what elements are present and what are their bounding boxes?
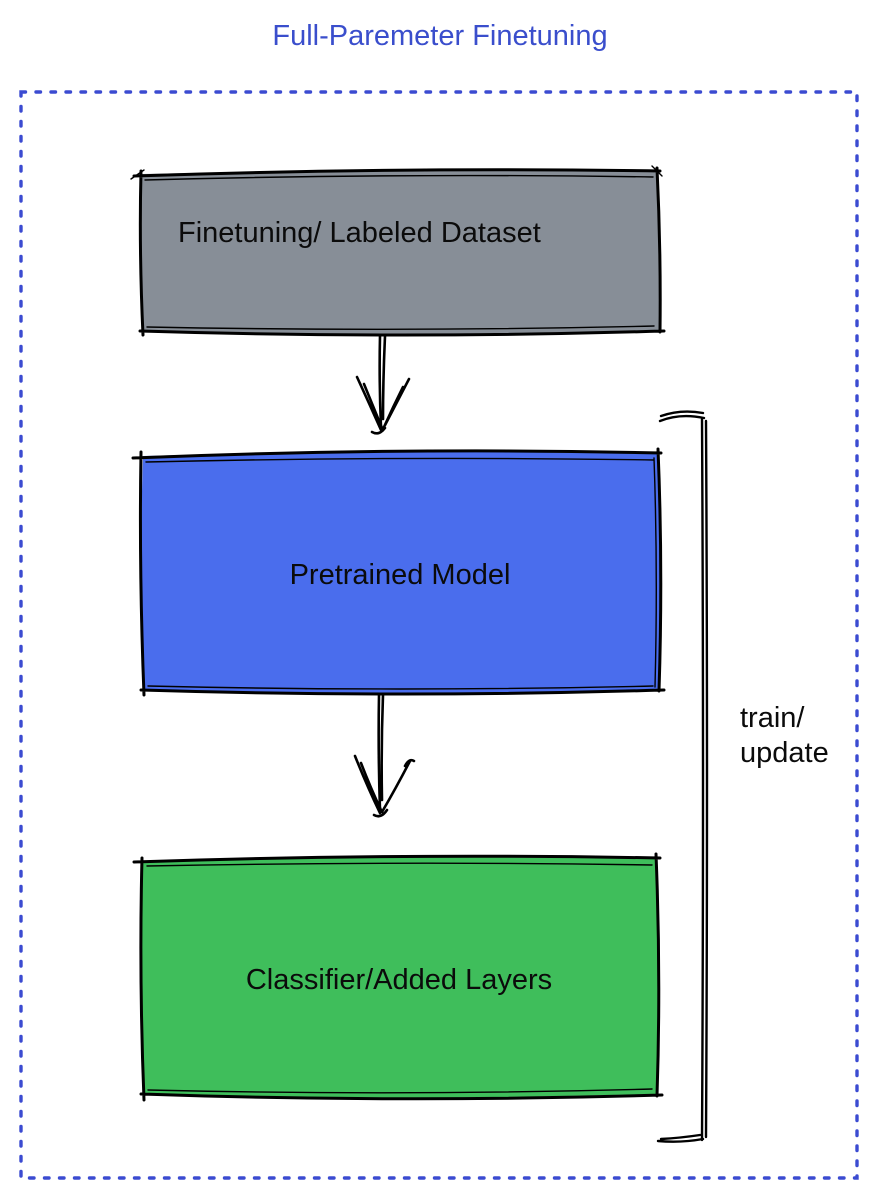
page-title: Full-Paremeter Finetuning bbox=[272, 20, 608, 52]
arrow-dataset-to-pretrained-icon bbox=[355, 334, 411, 435]
dataset-box-outline bbox=[132, 166, 666, 337]
bracket-label-line1: train/ bbox=[740, 702, 805, 734]
pretrained-box-outline bbox=[131, 447, 666, 697]
pretrained-box-outline-sketch bbox=[145, 457, 657, 690]
bracket-label: train/ update bbox=[740, 701, 829, 771]
classifier-box-label: Classifier/Added Layers bbox=[245, 964, 553, 996]
train-update-bracket bbox=[656, 410, 709, 1143]
diagram-boundary bbox=[19, 90, 859, 1180]
classifier-box bbox=[140, 857, 659, 1098]
classifier-box-outline bbox=[132, 852, 664, 1102]
bracket-label-line2: update bbox=[740, 737, 829, 769]
pretrained-box-label: Pretrained Model bbox=[289, 559, 511, 591]
dataset-box-outline-sketch bbox=[130, 165, 663, 330]
dataset-box-label: Finetuning/ Labeled Dataset bbox=[178, 217, 541, 249]
dataset-box bbox=[140, 170, 660, 335]
pretrained-box bbox=[141, 451, 661, 694]
arrow-pretrained-to-classifier-icon bbox=[353, 693, 416, 818]
sketch-layer bbox=[130, 165, 709, 1143]
classifier-box-outline-sketch bbox=[146, 862, 653, 1094]
